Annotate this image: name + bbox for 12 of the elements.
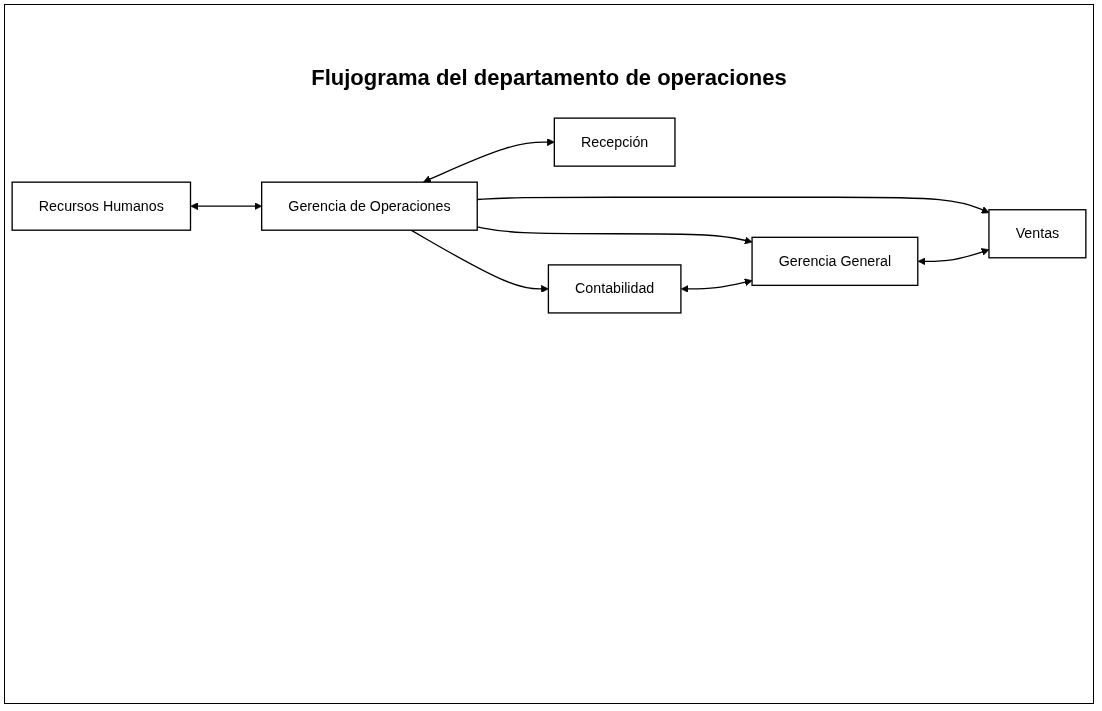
node-box — [261, 181, 478, 231]
node-box — [11, 181, 192, 231]
arrow — [680, 278, 753, 293]
arrow — [190, 202, 262, 211]
node-box — [553, 117, 676, 167]
page-frame: Flujograma del departamento de operaciones Recursos Humanos Gerencia de Operaciones Recepción Contabilidad Gerencia General Ventas — [4, 4, 1094, 704]
diagram-title: Flujograma del departamento de operaciones — [311, 65, 787, 91]
node-box — [988, 209, 1087, 259]
arrow — [423, 138, 555, 183]
arrow — [410, 229, 549, 293]
node-box — [751, 236, 919, 286]
node-box — [547, 264, 682, 314]
